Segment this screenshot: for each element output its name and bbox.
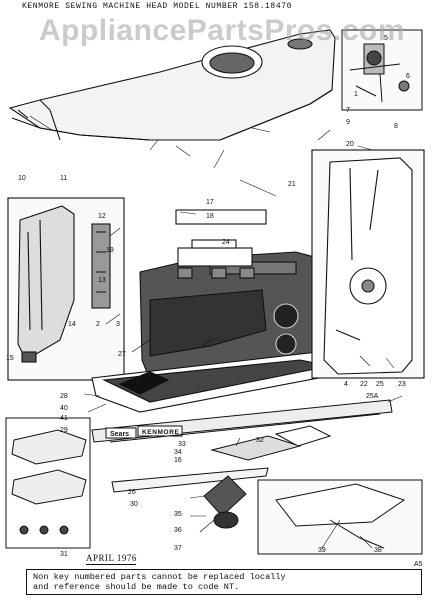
callout-4: 4 bbox=[344, 381, 348, 388]
callout-labels: 1 2 3 4 5 6 7 8 9 10 11 12 13 14 15 16 1… bbox=[6, 35, 410, 558]
callout-25: 25 bbox=[376, 381, 384, 388]
footnote-line-1: Non key numbered parts cannot be replace… bbox=[33, 572, 286, 582]
footnote-box: Non key numbered parts cannot be replace… bbox=[26, 569, 422, 595]
callout-34: 34 bbox=[174, 449, 182, 456]
callout-13: 13 bbox=[98, 277, 106, 284]
callout-35: 35 bbox=[174, 511, 182, 518]
slide-plate-box bbox=[257, 479, 423, 555]
tension-assembly bbox=[341, 29, 423, 111]
machine-head bbox=[139, 209, 321, 381]
callout-29: 29 bbox=[60, 427, 68, 434]
callout-14: 14 bbox=[68, 321, 76, 328]
date-underline bbox=[86, 564, 136, 565]
callout-10: 10 bbox=[18, 175, 26, 182]
brand-kenmore-label: KENMORE bbox=[142, 429, 179, 436]
page-title: KENMORE SEWING MACHINE HEAD MODEL NUMBER… bbox=[22, 2, 293, 11]
callout-40: 40 bbox=[60, 405, 68, 412]
callout-37: 37 bbox=[174, 545, 182, 552]
callout-30: 30 bbox=[130, 501, 138, 508]
face-cover bbox=[7, 197, 125, 381]
callout-8: 8 bbox=[394, 123, 398, 130]
callout-28: 28 bbox=[60, 393, 68, 400]
callout-6: 6 bbox=[406, 73, 410, 80]
callout-20: 20 bbox=[346, 141, 354, 148]
callout-19: 19 bbox=[106, 247, 114, 254]
callout-32: 32 bbox=[256, 437, 264, 444]
callout-2: 2 bbox=[96, 321, 100, 328]
callout-27: 27 bbox=[118, 351, 126, 358]
leader-lines bbox=[29, 115, 403, 549]
callout-33: 33 bbox=[178, 441, 186, 448]
callout-38: 38 bbox=[374, 547, 382, 554]
callout-23: 23 bbox=[398, 381, 406, 388]
callout-21: 21 bbox=[288, 181, 296, 188]
callout-1: 1 bbox=[354, 91, 358, 98]
callout-31: 31 bbox=[60, 551, 68, 558]
footnote-line-2: and reference should be made to code NT. bbox=[33, 582, 240, 592]
bed-plate bbox=[91, 351, 353, 413]
brand-sears-label: Sears bbox=[110, 431, 129, 438]
back-cover bbox=[311, 149, 425, 379]
sheet-mark: A5 bbox=[414, 561, 423, 568]
callout-17: 17 bbox=[206, 199, 214, 206]
callout-22: 22 bbox=[360, 381, 368, 388]
callout-39: 39 bbox=[318, 547, 326, 554]
callout-24: 24 bbox=[222, 239, 230, 246]
callout-15: 15 bbox=[6, 355, 14, 362]
callout-26: 26 bbox=[128, 489, 136, 496]
callout-12: 12 bbox=[98, 213, 106, 220]
callout-25a: 25A bbox=[366, 393, 379, 400]
callout-5: 5 bbox=[384, 35, 388, 42]
motor-assembly bbox=[203, 425, 332, 529]
callout-18: 18 bbox=[206, 213, 214, 220]
callout-3: 3 bbox=[116, 321, 120, 328]
callout-41: 41 bbox=[60, 415, 68, 422]
revision-date: APRIL 1976 bbox=[86, 553, 137, 563]
callout-36: 36 bbox=[174, 527, 182, 534]
nameplate-strip bbox=[91, 399, 393, 493]
top-cover bbox=[8, 29, 336, 141]
callout-9: 9 bbox=[346, 119, 350, 126]
callout-11: 11 bbox=[60, 175, 67, 182]
callout-7: 7 bbox=[346, 107, 350, 114]
callout-16: 16 bbox=[174, 457, 182, 464]
bobbin-plates bbox=[5, 417, 91, 549]
